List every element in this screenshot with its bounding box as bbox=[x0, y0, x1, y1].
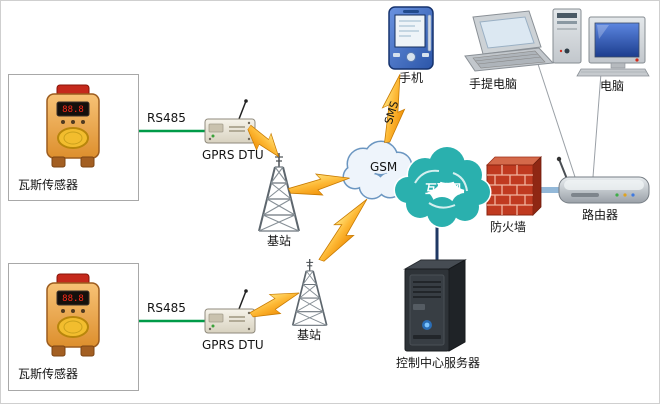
firewall-label: 防火墙 bbox=[490, 220, 527, 234]
lightning-bolt-base1-gsm-icon bbox=[286, 166, 353, 203]
dtu-top-label: GPRS DTU bbox=[202, 148, 264, 162]
desktop-label: 电脑 bbox=[600, 79, 625, 93]
internet-label: 互联网 bbox=[425, 182, 462, 196]
laptop-label: 手提电脑 bbox=[469, 77, 518, 91]
gas-sensor-top-icon bbox=[46, 84, 100, 168]
sensor-top-label: 瓦斯传感器 bbox=[18, 178, 79, 192]
rs485-bottom-label: RS485 bbox=[147, 301, 186, 315]
gprs-dtu-top-icon bbox=[204, 98, 256, 144]
router-label: 路由器 bbox=[582, 208, 619, 222]
desktop-computer-icon bbox=[552, 8, 650, 77]
base-station-tower-bottom-icon bbox=[291, 258, 328, 327]
server-label: 控制中心服务器 bbox=[396, 356, 481, 370]
router-laptop-line bbox=[536, 60, 576, 178]
phone-icon bbox=[388, 6, 434, 70]
phone-label: 手机 bbox=[399, 71, 424, 85]
laptop-icon bbox=[464, 10, 555, 72]
internet-cloud-icon bbox=[393, 145, 492, 229]
lightning-bolt-base2-gsm-icon bbox=[311, 192, 377, 268]
router-desktop-line bbox=[592, 72, 602, 178]
base-top-label: 基站 bbox=[267, 234, 292, 248]
server-icon bbox=[403, 259, 467, 352]
sensor-bottom-label: 瓦斯传感器 bbox=[18, 367, 79, 381]
gas-sensor-bottom-icon bbox=[46, 273, 100, 357]
firewall-icon bbox=[486, 156, 542, 216]
gas-sensor-bottom-display: 88.8 bbox=[62, 294, 84, 304]
gsm-label: GSM bbox=[370, 160, 398, 174]
router-icon bbox=[556, 156, 650, 204]
gprs-dtu-bottom-icon bbox=[204, 288, 256, 334]
gas-sensor-top-display: 88.8 bbox=[62, 105, 84, 115]
base-bottom-label: 基站 bbox=[297, 328, 322, 342]
dtu-bottom-label: GPRS DTU bbox=[202, 338, 264, 352]
rs485-top-label: RS485 bbox=[147, 111, 186, 125]
